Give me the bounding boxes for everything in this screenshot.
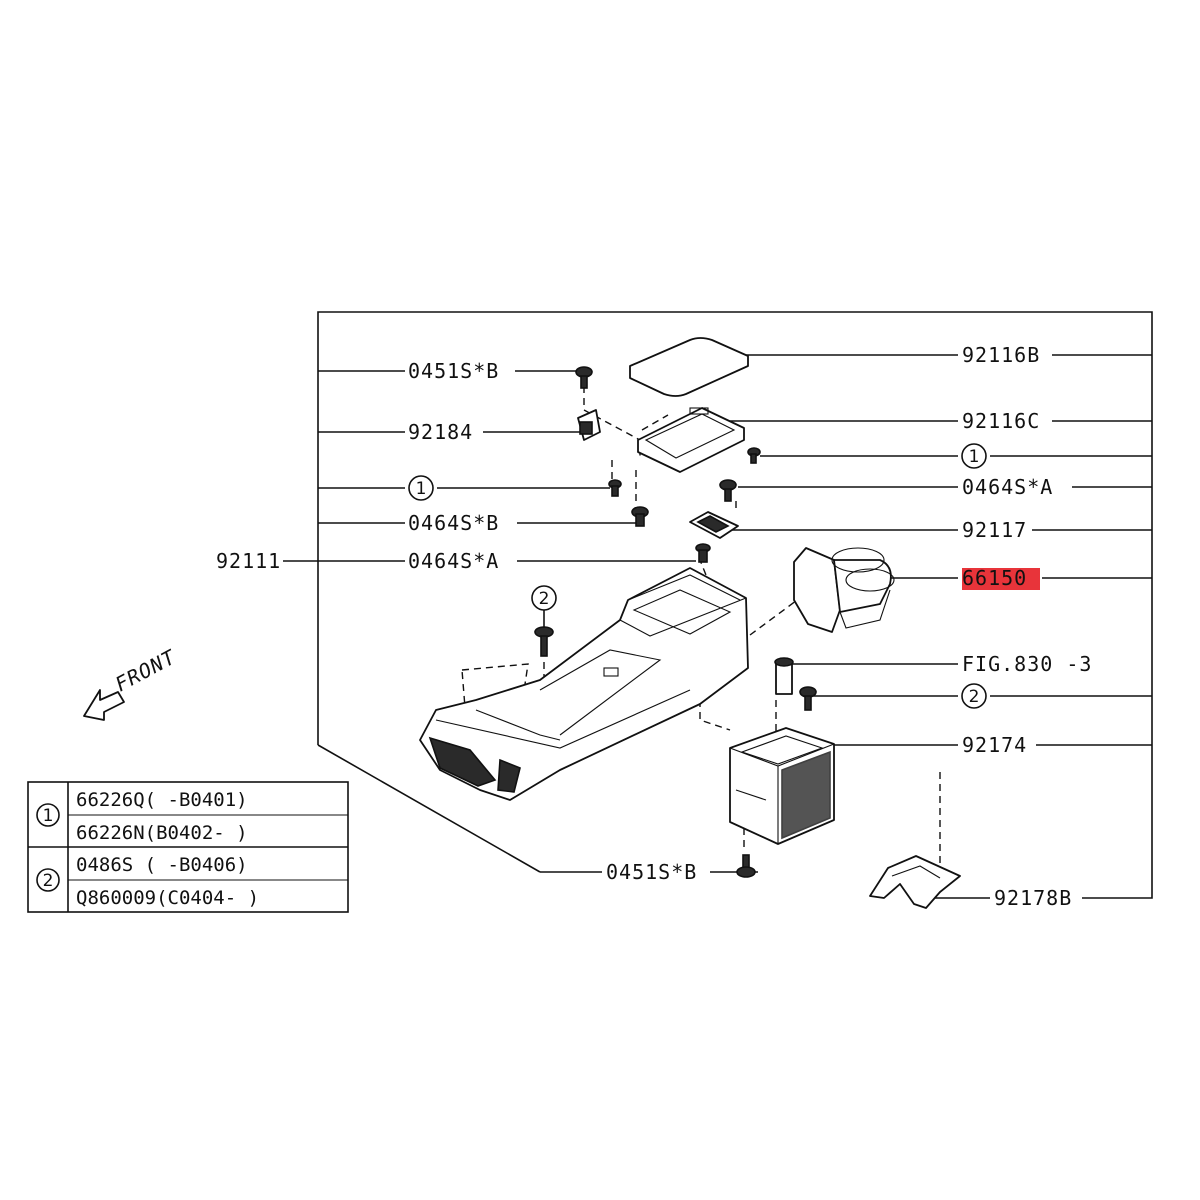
legend-row: 66226N(B0402- ): [76, 822, 248, 844]
callout-92184: 92184: [408, 420, 473, 444]
screw-0451s-top: [575, 366, 593, 389]
circle-1-right-text: 1: [969, 447, 980, 467]
callout-0464s-a-right: 0464S*A: [962, 475, 1053, 499]
armrest-lid-part: [629, 337, 749, 397]
console-body-part: [419, 567, 749, 801]
screws: [534, 366, 817, 878]
left-leaders: [283, 370, 696, 562]
circle-2-left-text: 2: [539, 589, 550, 609]
screw-clip-small: [747, 447, 761, 464]
legend-table: 1 2 66226Q( -B0401) 66226N(B0402- ) 0486…: [27, 781, 349, 913]
callout-92117: 92117: [962, 518, 1027, 542]
circle-1-left-text: 1: [416, 479, 427, 499]
callout-0451s-b-bottom: 0451S*B: [606, 860, 697, 884]
legend-circle-1-text: 1: [43, 806, 54, 826]
screw-0451s-bottom: [736, 854, 756, 878]
callout-circle-1-right: 1: [961, 443, 987, 469]
callout-fig830: FIG.830 -3: [962, 652, 1092, 676]
callout-circle-1-left: 1: [408, 475, 434, 501]
callout-92111: 92111: [216, 549, 281, 573]
callout-92116b: 92116B: [962, 343, 1040, 367]
highlight-66150: [962, 568, 1040, 590]
front-label: FRONT: [111, 644, 181, 696]
legend-circle-2: 2: [36, 868, 60, 892]
callout-66150: 66150: [962, 566, 1027, 590]
lid-base-part: [637, 407, 745, 473]
legend-row: 0486S ( -B0406): [76, 854, 248, 876]
screw-1-left: [608, 479, 622, 497]
callout-0451s-b-top: 0451S*B: [408, 359, 499, 383]
callout-92174: 92174: [962, 733, 1027, 757]
callout-0464s-b: 0464S*B: [408, 511, 499, 535]
hinge-bracket-part: [689, 511, 739, 539]
callout-circle-2-left: 2: [531, 585, 557, 628]
callout-92178b: 92178B: [994, 886, 1072, 910]
cup-holder-part: [793, 547, 895, 633]
screw-0464s-a-right: [719, 479, 737, 502]
screw-2-top: [534, 626, 554, 657]
legend-row: 66226Q( -B0401): [76, 789, 248, 811]
screw-2-right: [799, 686, 817, 711]
socket-part: [774, 657, 794, 695]
callout-circle-2-right: 2: [961, 683, 987, 709]
screw-0464s-a-left: [695, 543, 711, 563]
callout-0464s-a-left: 0464S*A: [408, 549, 499, 573]
latch-clip-part: [577, 409, 601, 441]
legend-row: Q860009(C0404- ): [76, 887, 259, 909]
callout-92116c: 92116C: [962, 409, 1040, 433]
right-leaders: [710, 354, 1152, 899]
legend-circle-1: 1: [36, 803, 60, 827]
storage-bin-part: [729, 727, 835, 845]
circle-2-right-text: 2: [969, 687, 980, 707]
screw-0464s-b: [631, 506, 649, 527]
frame-lines: [317, 311, 1153, 899]
legend-circle-2-text: 2: [43, 871, 54, 891]
bracket-part: [869, 855, 961, 909]
front-arrow: FRONT: [83, 644, 181, 721]
